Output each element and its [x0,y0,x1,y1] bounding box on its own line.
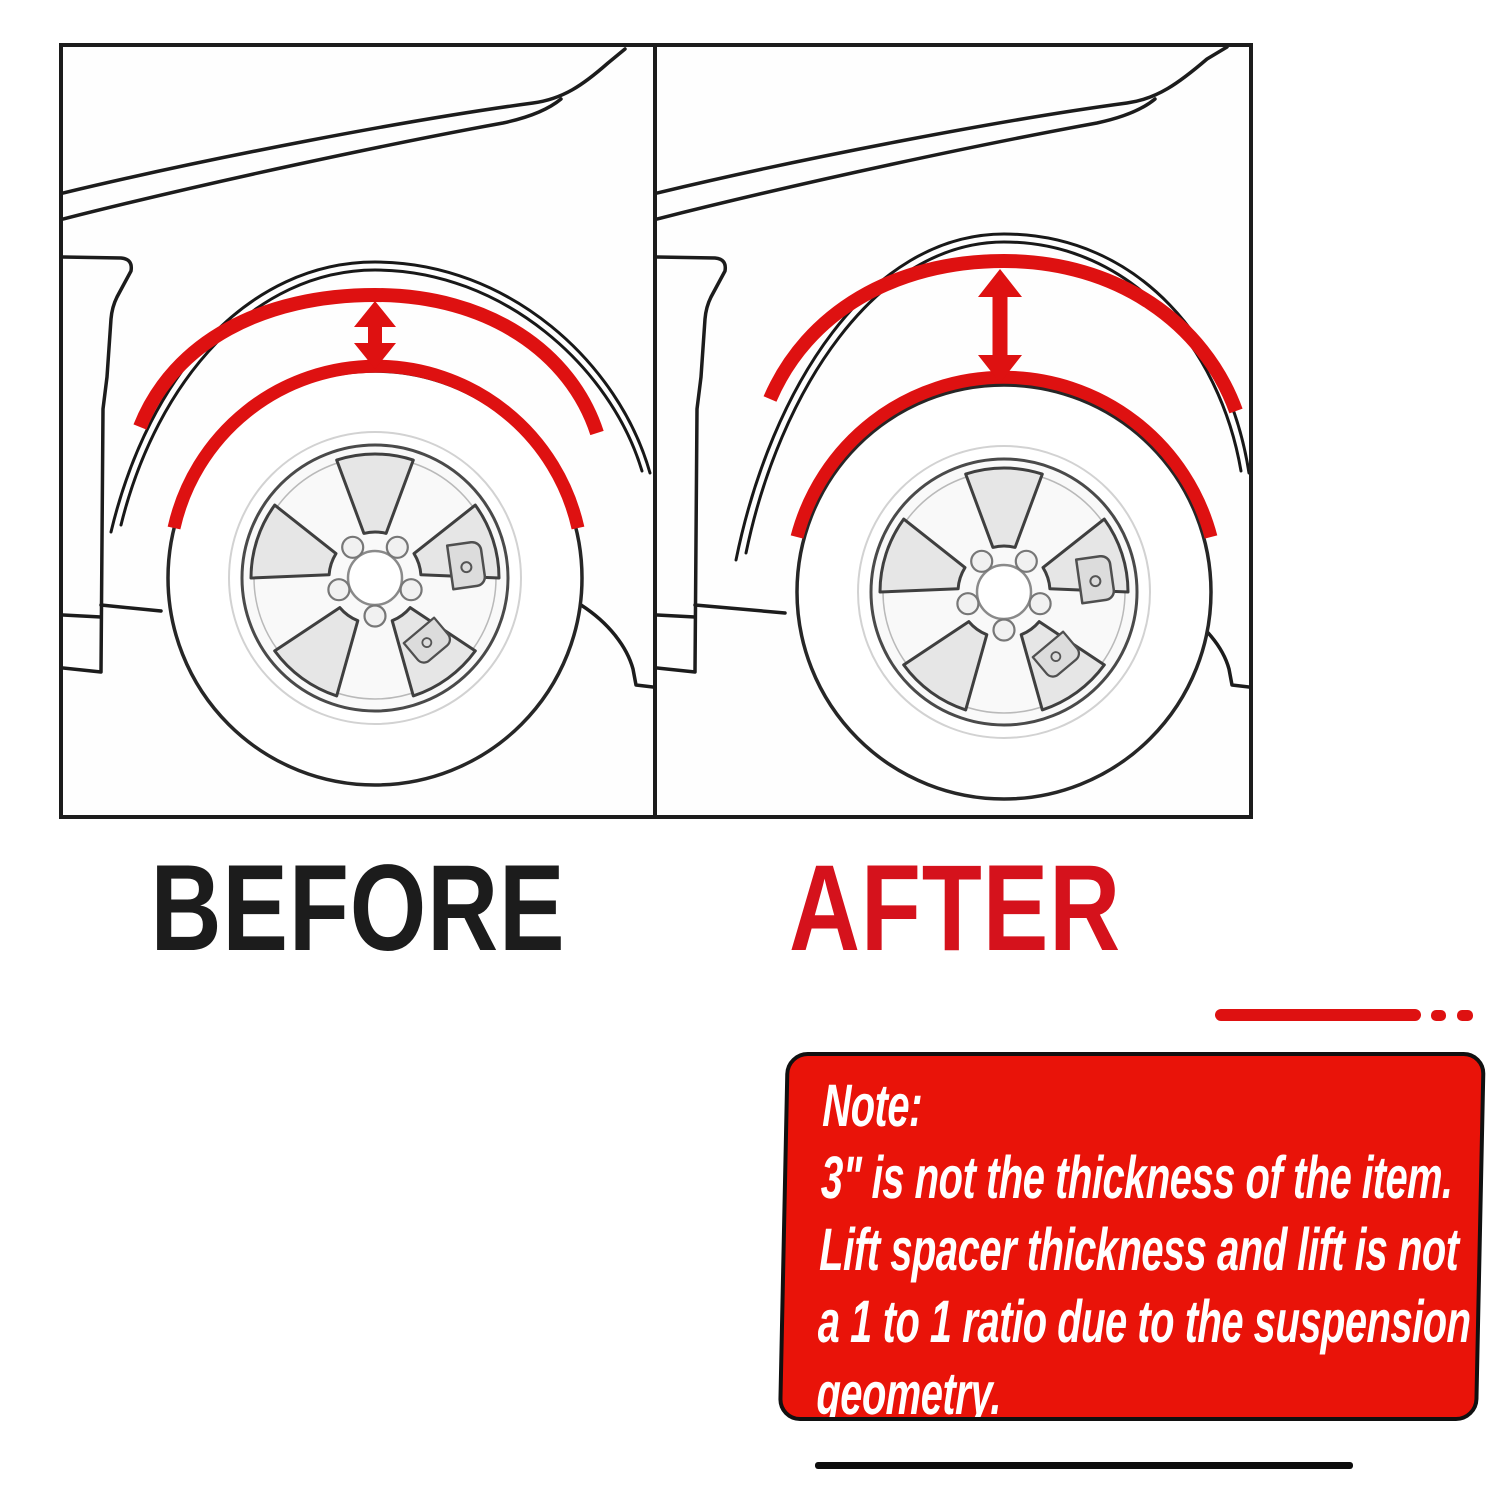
fender-flare-highlight-arc [133,287,604,436]
lug-nut [399,578,423,602]
note-line: 3" is not the thickness of the item. [820,1144,1454,1211]
red-dot-decoration [1431,1010,1446,1021]
tire-bead-line [228,431,522,725]
brake-caliper-detail [1031,630,1081,678]
truck-body-outline [63,47,653,689]
lug-nut [992,618,1016,642]
red-dot-decoration [1457,1010,1473,1021]
note-line: Lift spacer thickness and lift is not [818,1216,1460,1283]
wheel-spoke-window [964,466,1044,549]
lug-nut [970,549,994,573]
brake-caliper-detail [402,616,452,664]
note-line: geometry. [815,1360,1003,1421]
lug-nut [363,604,387,628]
lug-nut [385,535,409,559]
after-label: AFTER [788,839,1122,977]
center-cap [975,563,1033,621]
black-underline-decoration [815,1462,1353,1469]
before-label: BEFORE [150,839,566,977]
lug-nut [1028,592,1052,616]
gap-measurement-arrow-icon [354,301,396,369]
fender-arch-outline [109,260,652,534]
lug-nut [1014,549,1038,573]
red-dash-decoration [1215,1009,1421,1021]
wheel-spoke-window [335,452,415,535]
wheel-illustration [166,369,584,787]
wheel-spoke-window [249,503,338,580]
note-box: Note: 3" is not the thickness of the ite… [778,1052,1486,1421]
wheel-spoke-window [902,620,989,712]
note-line: a 1 to 1 ratio due to the suspension [817,1288,1472,1355]
before-illustration-svg [63,47,653,787]
brake-caliper-detail [445,541,487,591]
brake-caliper-detail [1074,555,1116,605]
lug-nut [956,592,980,616]
after-illustration-svg [657,47,1249,801]
center-cap [346,549,404,607]
wheel-spoke-window [878,517,967,594]
note-line: Note: [821,1072,923,1139]
after-panel [657,43,1253,819]
wheel-spoke-window [273,606,360,698]
wheel-illustration [795,383,1213,801]
gap-measurement-arrow-icon [978,269,1022,383]
lug-nut [327,578,351,602]
before-panel [59,43,657,819]
tire-bead-line [857,445,1151,739]
lug-nut [341,535,365,559]
fender-flare-highlight-arc [763,253,1243,414]
